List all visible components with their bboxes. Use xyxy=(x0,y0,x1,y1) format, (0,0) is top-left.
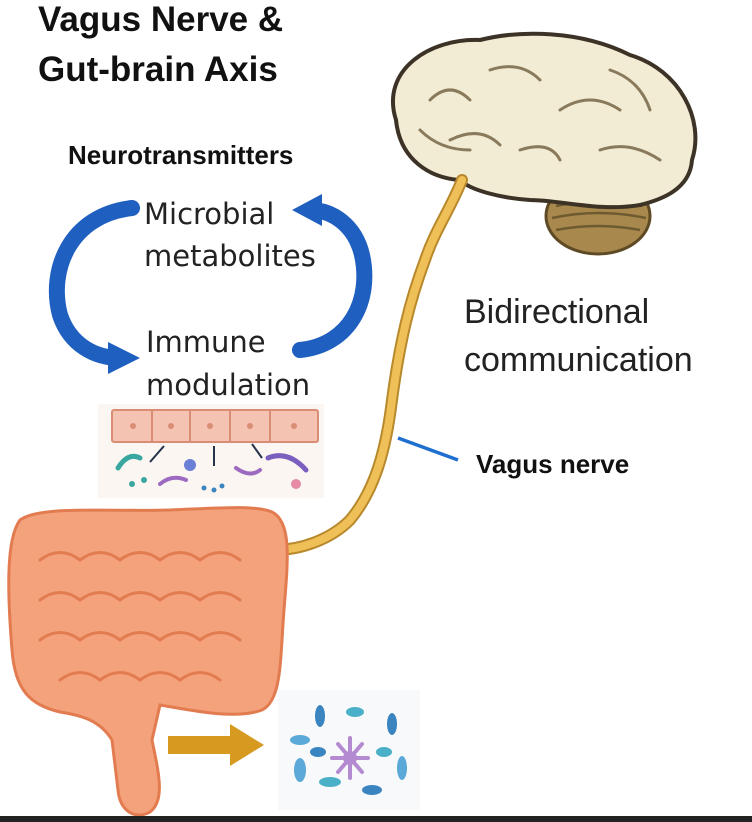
gut-epithelium-illustration xyxy=(98,404,324,498)
intestine-icon xyxy=(7,506,289,817)
label-microbial-line-1: Microbial xyxy=(144,197,275,231)
title-line-2: Gut-brain Axis xyxy=(38,50,278,89)
bottom-border xyxy=(0,816,752,822)
label-vagus-nerve: Vagus nerve xyxy=(476,449,630,479)
label-bidirectional-line-1: Bidirectional xyxy=(464,293,650,331)
cycle-arrows xyxy=(48,194,373,374)
brain-icon xyxy=(391,31,698,210)
label-bidirectional-line-2: communication xyxy=(464,341,693,379)
label-immune-line-2: modulation xyxy=(146,368,311,402)
vagus-nerve-leader-line xyxy=(397,436,459,462)
label-immune-line-1: Immune xyxy=(146,325,266,359)
label-neurotransmitters: Neurotransmitters xyxy=(68,140,294,170)
microbiota-illustration xyxy=(278,690,420,810)
microbiota-arrow xyxy=(168,724,264,766)
title-line-1: Vagus Nerve & xyxy=(38,0,284,39)
label-microbial-line-2: metabolites xyxy=(144,239,316,273)
